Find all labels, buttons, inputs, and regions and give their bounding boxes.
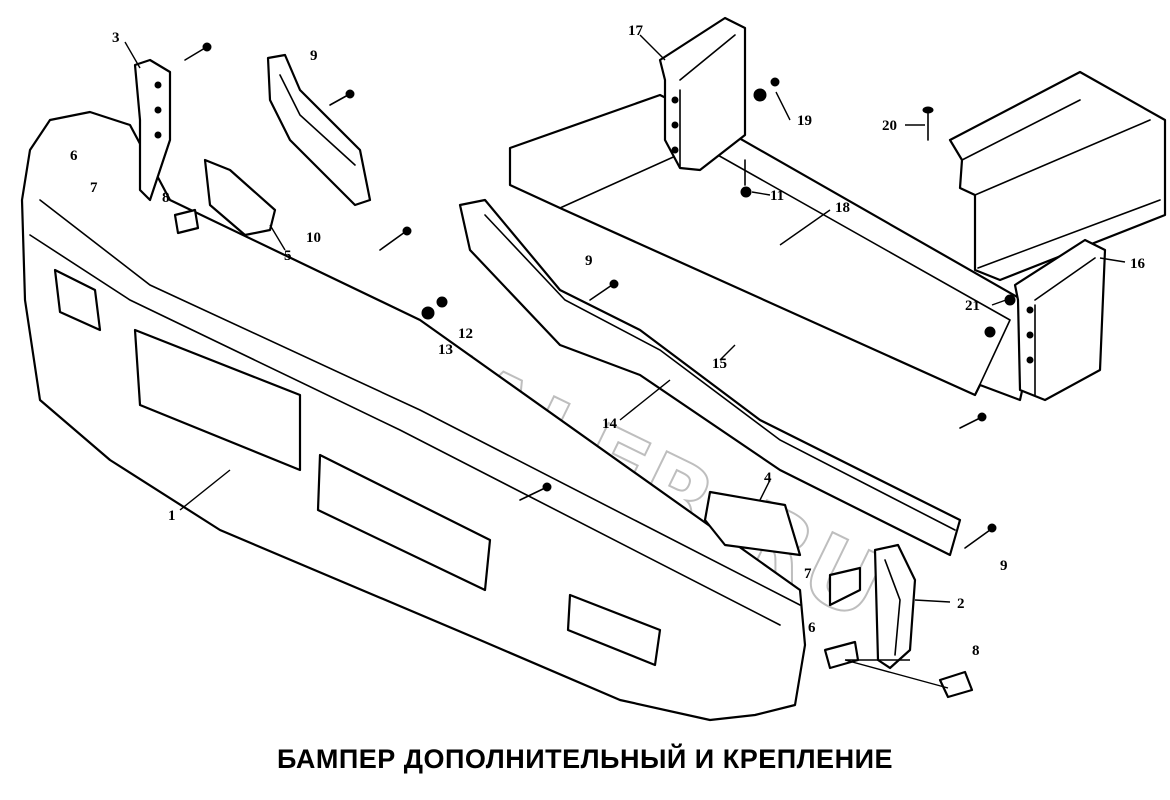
callout-6: 6 bbox=[808, 620, 816, 636]
callouts: 1 2 3 4 5 6 6 7 7 8 8 9 9 9 10 11 12 13 … bbox=[70, 23, 1146, 659]
callout-9: 9 bbox=[1000, 558, 1008, 574]
leader-lines bbox=[124, 34, 1126, 689]
callout-11: 11 bbox=[770, 188, 784, 204]
callout-9: 9 bbox=[585, 253, 593, 269]
main-bumper bbox=[20, 110, 807, 722]
callout-18: 18 bbox=[835, 200, 850, 216]
bracket-16 bbox=[1013, 238, 1107, 402]
callout-17: 17 bbox=[628, 23, 644, 39]
frame-rail bbox=[948, 70, 1167, 282]
callout-7: 7 bbox=[90, 180, 98, 196]
callout-8: 8 bbox=[972, 643, 980, 659]
callout-4: 4 bbox=[764, 470, 772, 486]
callout-20: 20 bbox=[882, 118, 897, 134]
left-long-bracket bbox=[266, 53, 372, 207]
callout-21: 21 bbox=[965, 298, 980, 314]
callout-15: 15 bbox=[712, 356, 727, 372]
lamp bbox=[703, 490, 802, 557]
callout-3: 3 bbox=[112, 30, 120, 46]
callout-7: 7 bbox=[804, 566, 812, 582]
callout-5: 5 bbox=[284, 248, 292, 264]
callout-16: 16 bbox=[1130, 256, 1146, 272]
bracket-17 bbox=[658, 16, 747, 172]
callout-13: 13 bbox=[438, 342, 453, 358]
callout-2: 2 bbox=[957, 596, 965, 612]
callout-1: 1 bbox=[168, 508, 176, 524]
callout-10: 10 bbox=[306, 230, 321, 246]
callout-19: 19 bbox=[797, 113, 812, 129]
left-upright-bracket bbox=[133, 58, 172, 202]
callout-14: 14 bbox=[602, 416, 618, 432]
callout-12: 12 bbox=[458, 326, 473, 342]
right-end-bracket bbox=[873, 543, 917, 670]
diagram-title: БАМПЕР ДОПОЛНИТЕЛЬНЫЙ И КРЕПЛЕНИЕ bbox=[277, 744, 893, 774]
callout-9: 9 bbox=[310, 48, 318, 64]
callout-8: 8 bbox=[162, 190, 170, 206]
cross-member bbox=[458, 198, 962, 557]
callout-6: 6 bbox=[70, 148, 78, 164]
